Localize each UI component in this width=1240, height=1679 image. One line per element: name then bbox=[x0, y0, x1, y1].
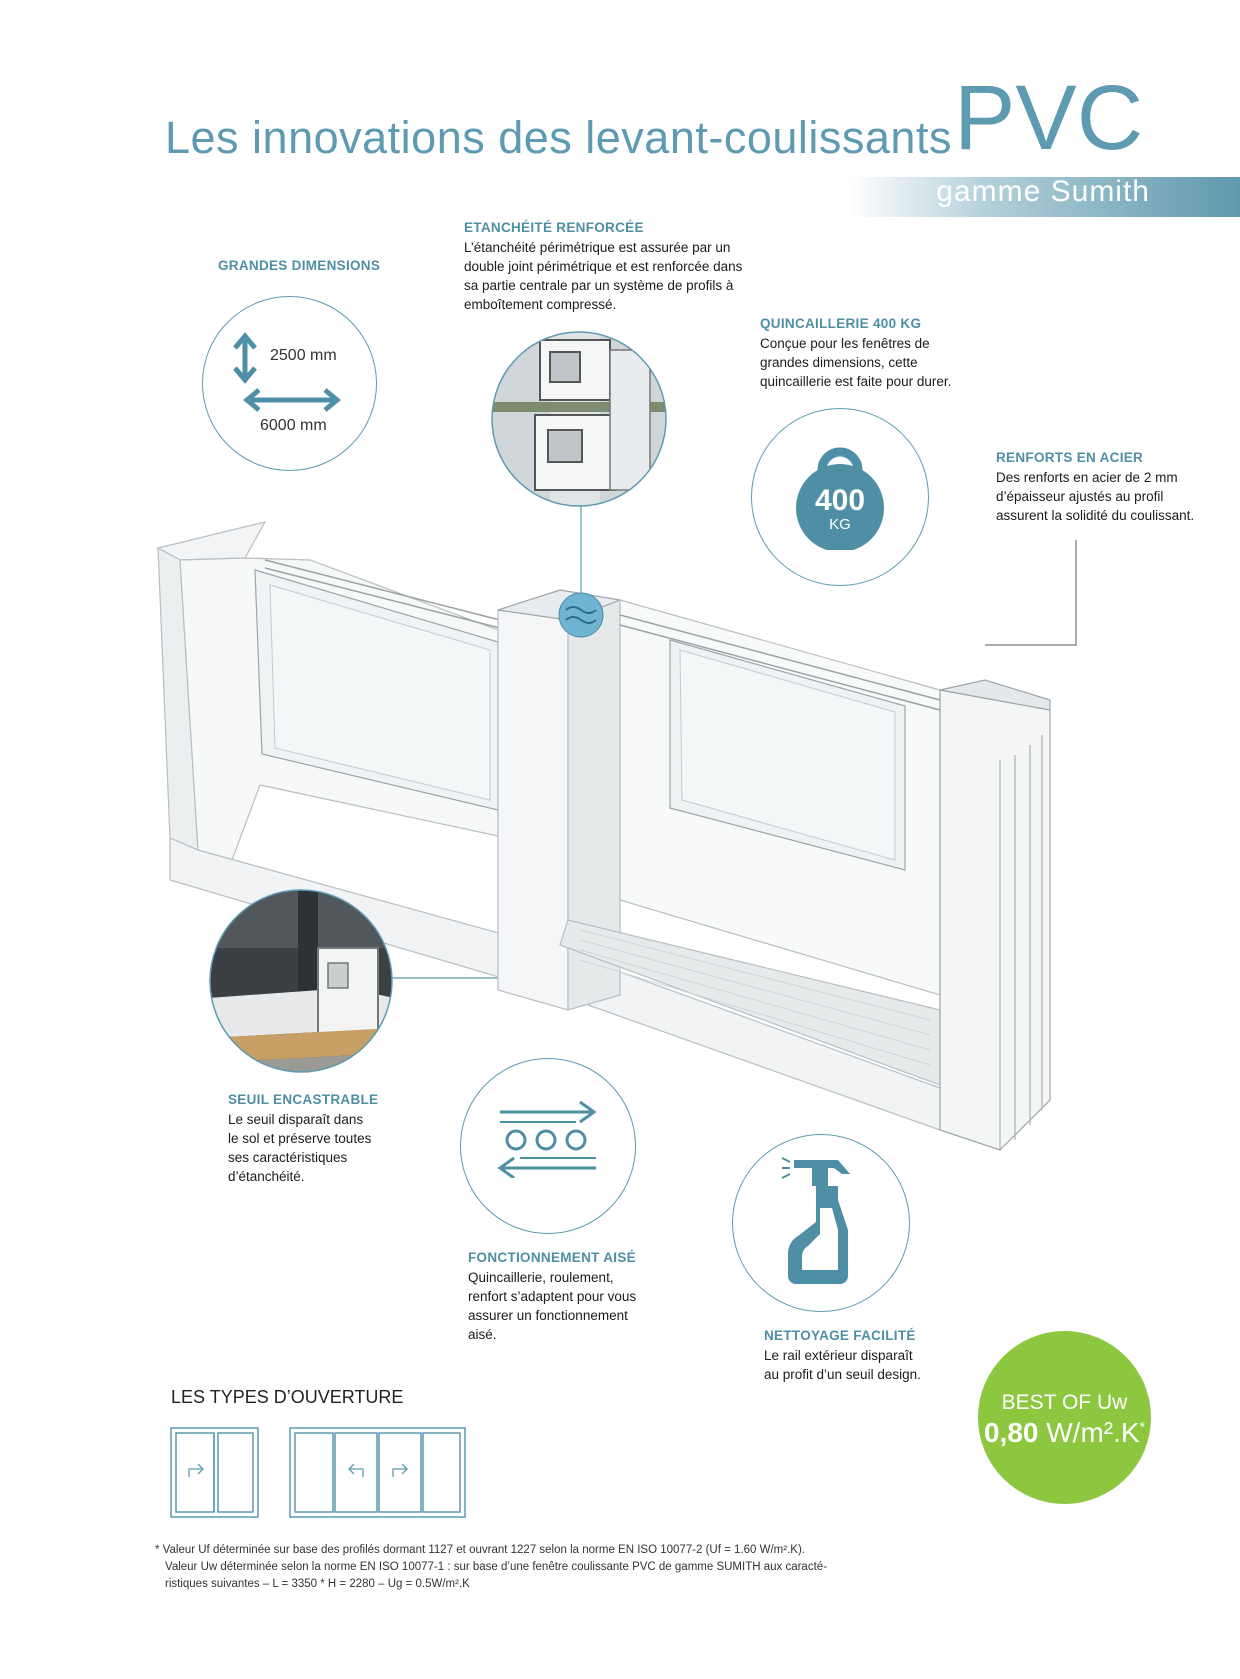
badge-label: BEST OF Uw bbox=[1001, 1391, 1128, 1414]
dimensions-circle bbox=[202, 296, 377, 471]
rolling-circle bbox=[460, 1058, 636, 1234]
page-title-accent: PVC bbox=[954, 67, 1144, 169]
opening-types-title: LES TYPES D’OUVERTURE bbox=[171, 1387, 404, 1407]
spray-bottle-icon bbox=[781, 1157, 850, 1284]
feature-text-renforts: Des renforts en acier de 2 mm d’épaisseu… bbox=[996, 470, 1195, 523]
feature-title-nettoyage: NETTOYAGE FACILITÉ bbox=[764, 1328, 916, 1343]
feature-title-dimensions: GRANDES DIMENSIONS bbox=[218, 258, 381, 273]
opening-type-2-leaf bbox=[170, 1427, 259, 1518]
feature-title-fonctionnement: FONCTIONNEMENT AISÉ bbox=[468, 1250, 636, 1265]
feature-text-nettoyage: Le rail extérieur disparaît au profit d’… bbox=[764, 1348, 921, 1382]
opening-types-diagrams bbox=[170, 1427, 466, 1518]
feature-text-fonctionnement: Quincaillerie, roulement, renfort s’adap… bbox=[468, 1270, 637, 1342]
footnote: * Valeur Uf déterminée sur base des prof… bbox=[155, 1544, 827, 1590]
threshold-image bbox=[209, 889, 393, 1073]
badge-mark: * bbox=[1139, 1418, 1146, 1435]
rolling-icon bbox=[497, 1100, 597, 1178]
badge-unit: W/m².K bbox=[1046, 1417, 1140, 1448]
feature-text-etancheite: L’étanchéité périmétrique est assurée pa… bbox=[464, 240, 743, 312]
badge-value: 0,80 bbox=[983, 1417, 1039, 1448]
dimension-width: 6000 mm bbox=[260, 417, 327, 434]
page-subtitle: gamme Sumith bbox=[936, 175, 1150, 208]
weight-unit: KG bbox=[829, 516, 851, 533]
feature-text-quincaillerie: Conçue pour les fenêtres de grandes dime… bbox=[760, 336, 952, 389]
weight-icon bbox=[796, 447, 884, 550]
feature-title-etancheite: ETANCHÉITÉ RENFORCÉE bbox=[464, 220, 644, 235]
dimension-height: 2500 mm bbox=[270, 347, 337, 364]
profile-section-image bbox=[491, 331, 667, 507]
subtitle-band bbox=[850, 177, 1240, 217]
arrows-dimension-icon bbox=[233, 332, 341, 412]
weight-value: 400 bbox=[814, 484, 866, 517]
feature-title-renforts: RENFORTS EN ACIER bbox=[996, 450, 1144, 465]
badge-value-line: 0,80 W/m².K* bbox=[978, 1417, 1151, 1449]
opening-type-4-leaf bbox=[289, 1427, 466, 1518]
feature-title-seuil: SEUIL ENCASTRABLE bbox=[228, 1092, 379, 1107]
feature-title-quincaillerie: QUINCAILLERIE 400 KG bbox=[760, 316, 922, 331]
best-of-badge: BEST OF Uw 0,80 W/m².K* bbox=[978, 1331, 1151, 1504]
page-title: Les innovations des levant-coulissants bbox=[165, 112, 952, 163]
feature-text-seuil: Le seuil disparaît dans le sol et préser… bbox=[228, 1112, 372, 1184]
